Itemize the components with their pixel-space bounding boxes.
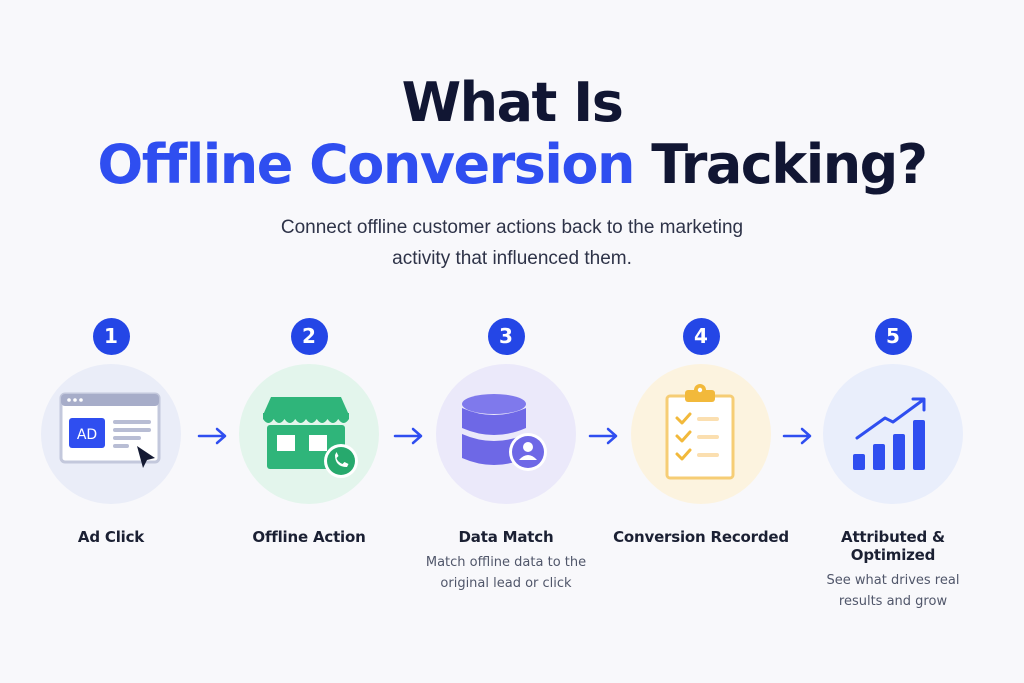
step-number-badge: 2 [290, 318, 328, 355]
step-number-badge: 4 [682, 318, 720, 355]
title-accent: Offline Conversion [97, 133, 635, 196]
step-label: Conversion Recorded [613, 528, 789, 546]
arrow-right-icon [393, 427, 423, 445]
page-title-line2: Offline Conversion Tracking? [0, 132, 1024, 198]
step-label: Attributed & Optimized [841, 528, 945, 564]
step-attributed-optimized: 5 Attributed & Optimized See what drives… [798, 318, 988, 612]
step-offline-action: 2 Offline Action [214, 318, 404, 546]
title-rest: Tracking? [651, 133, 928, 196]
arrow-right-icon [782, 427, 812, 445]
browser-ad-click-icon: AD [41, 364, 181, 504]
subtitle-line2: activity that influenced them. [392, 248, 632, 269]
step-label: Offline Action [252, 528, 366, 546]
subtitle: Connect offline customer actions back to… [212, 212, 812, 274]
step-number-badge: 1 [92, 318, 130, 355]
step-ad-click: 1 AD Ad Click [16, 318, 206, 546]
step-number-badge: 3 [487, 318, 525, 355]
subtitle-line1: Connect offline customer actions back to… [280, 217, 744, 238]
storefront-phone-icon [239, 364, 379, 504]
svg-text:AD: AD [77, 427, 97, 443]
step-number-badge: 5 [874, 318, 912, 355]
database-user-icon [436, 364, 576, 504]
step-label: Ad Click [77, 528, 145, 546]
arrow-right-icon [197, 427, 227, 445]
arrow-right-icon [588, 427, 618, 445]
growth-chart-icon [823, 364, 963, 504]
step-label: Data Match [458, 528, 554, 546]
page-title-line1: What Is [401, 71, 624, 134]
step-conversion-recorded: 4 Conversion Recorded [606, 318, 796, 546]
clipboard-checklist-icon [631, 364, 771, 504]
